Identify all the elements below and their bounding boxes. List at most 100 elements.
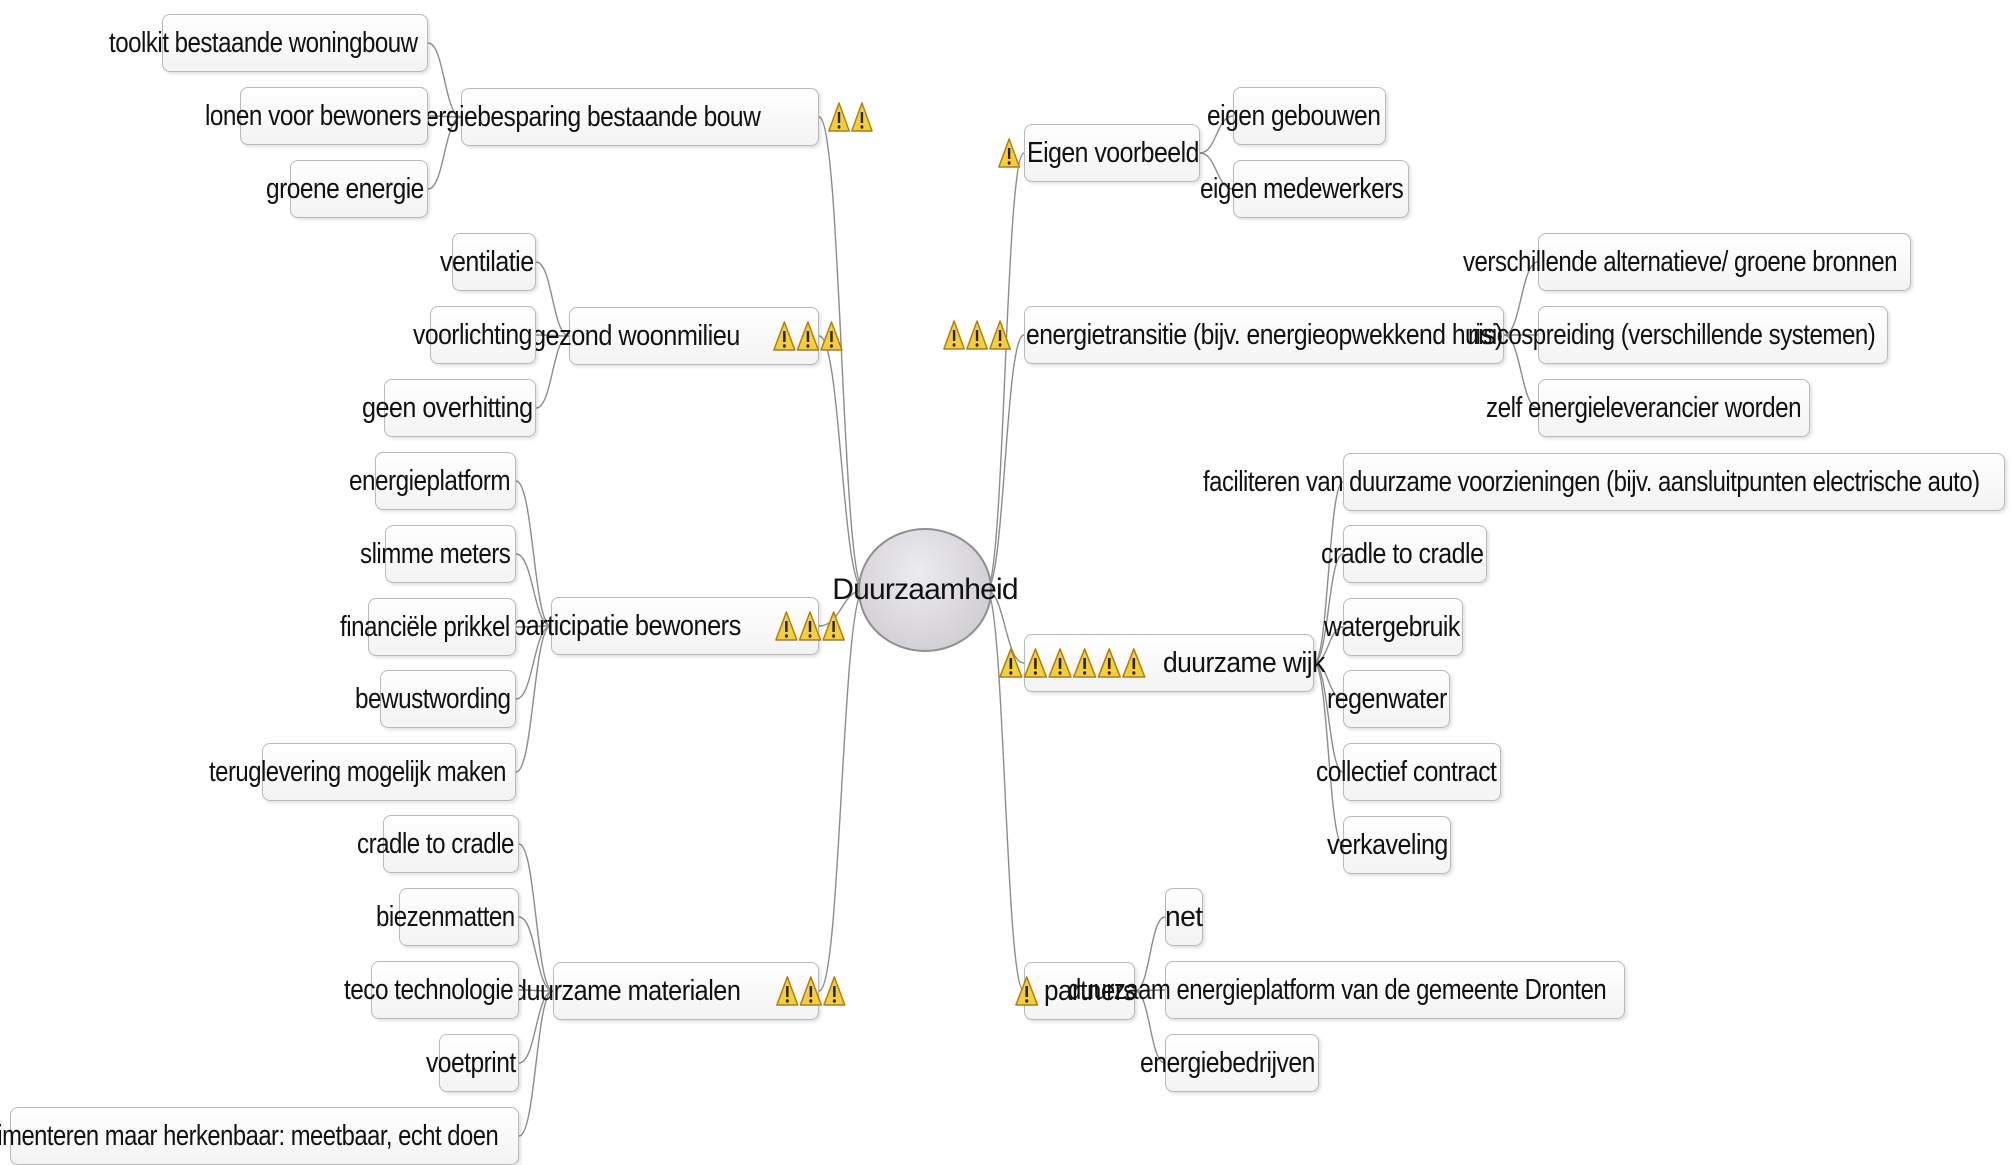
connector-line — [515, 553, 552, 627]
leaf-node[interactable]: lonen voor bewoners — [205, 87, 428, 145]
connector-line — [1503, 261, 1539, 336]
leaf-node[interactable]: wel experimenteren maar herkenbaar: meet… — [0, 1107, 519, 1165]
leaf-label: risicospreiding (verschillende systemen) — [1467, 318, 1876, 351]
warning-triangle-icon — [799, 611, 822, 641]
leaf-node[interactable]: voorlichting — [413, 306, 536, 364]
warning-triangle-icon — [823, 976, 846, 1006]
connector-line — [1313, 553, 1344, 664]
branch-partners[interactable]: partners — [1015, 962, 1136, 1020]
leaf-node[interactable]: verkaveling — [1327, 816, 1451, 874]
leaf-node[interactable]: collectief contract — [1316, 743, 1501, 801]
leaf-label: slimme meters — [360, 537, 511, 570]
branch-gezond-woonmilieu[interactable]: gezond woonmilieu — [532, 307, 843, 365]
connector-line — [518, 990, 554, 1064]
warning-icons — [775, 610, 846, 642]
leaf-node[interactable]: geen overhitting — [362, 379, 536, 437]
connector-line — [985, 152, 1025, 591]
connector-line — [1313, 662, 1344, 700]
connector-line — [1313, 662, 1344, 773]
leaf-node[interactable]: faciliteren van duurzame voorzieningen (… — [1203, 453, 2005, 511]
branch-label: Energiebesparing bestaande bouw — [396, 100, 761, 133]
connector-line — [1134, 989, 1166, 992]
leaf-node[interactable]: eigen gebouwen — [1207, 87, 1386, 145]
leaf-label: collectief contract — [1315, 755, 1497, 788]
warning-triangle-icon — [1048, 648, 1072, 678]
branch-energietransitie[interactable]: energietransitie (bijv. energieopwekkend… — [943, 306, 1504, 364]
warning-triangle-icon — [1015, 976, 1039, 1006]
leaf-node[interactable]: biezenmatten — [376, 888, 519, 946]
leaf-node[interactable]: risicospreiding (verschillende systemen) — [1468, 306, 1888, 364]
warning-icons — [1015, 975, 1039, 1007]
leaf-label: teco technologie — [344, 973, 514, 1006]
leaf-label: eigen medewerkers — [1199, 172, 1404, 205]
connector-line — [515, 625, 552, 700]
branch-energiebesparing[interactable]: Energiebesparing bestaande bouw — [396, 88, 873, 146]
leaf-label: toolkit bestaande woningbouw — [109, 26, 418, 59]
warning-triangle-icon — [775, 611, 798, 641]
branch-label: participatie bewoners — [511, 609, 741, 642]
warning-triangle-icon — [772, 321, 796, 351]
connector-line — [518, 843, 554, 992]
connector-line — [515, 625, 552, 773]
leaf-label: net — [1164, 900, 1203, 933]
leaf-node[interactable]: teruglevering mogelijk maken — [209, 743, 516, 801]
leaf-node[interactable]: verschillende alternatieve/ groene bronn… — [1463, 233, 1911, 291]
leaf-node[interactable]: eigen medewerkers — [1200, 160, 1409, 218]
leaf-label: eigen gebouwen — [1207, 99, 1381, 132]
leaf-node[interactable]: energieplatform — [349, 452, 516, 510]
branch-label: partners — [1044, 974, 1136, 1007]
warning-triangle-icon — [989, 320, 1012, 350]
leaf-node[interactable]: toolkit bestaande woningbouw — [109, 14, 428, 72]
warning-triangle-icon — [1073, 648, 1097, 678]
warning-icons — [998, 137, 1021, 169]
leaf-node[interactable]: energiebedrijven — [1140, 1034, 1319, 1092]
leaf-node[interactable]: teco technologie — [344, 961, 519, 1019]
branch-participatie-bewoners[interactable]: participatie bewoners — [512, 597, 846, 655]
warning-triangle-icon — [998, 138, 1021, 168]
leaf-node[interactable]: cradle to cradle — [1321, 525, 1487, 583]
leaf-node[interactable]: watergebruik — [1324, 598, 1463, 656]
leaf-node[interactable]: voetprint — [426, 1034, 519, 1092]
leaf-node[interactable]: slimme meters — [360, 525, 516, 583]
warning-triangle-icon — [943, 320, 966, 350]
connector-line — [818, 589, 865, 992]
connector-line — [1313, 626, 1344, 664]
branch-duurzame-wijk[interactable]: duurzame wijk — [999, 634, 1326, 692]
connector-line — [818, 116, 865, 591]
warning-triangle-icon — [850, 102, 873, 132]
leaf-label: duurzaam energieplatform van de gemeente… — [1068, 973, 1607, 1006]
leaf-label: cradle to cradle — [356, 827, 514, 860]
leaf-node[interactable]: regenwater — [1327, 670, 1450, 728]
connector-line — [1199, 115, 1234, 154]
root-node[interactable]: Duurzaamheid — [832, 528, 1019, 652]
connector-line — [985, 589, 1025, 992]
warning-triangle-icon — [799, 976, 823, 1006]
leaf-node[interactable]: cradle to cradle — [357, 815, 519, 873]
leaf-label: watergebruik — [1323, 610, 1460, 643]
leaf-label: financiële prikkel — [340, 610, 511, 643]
leaf-node[interactable]: ventilatie — [440, 233, 536, 291]
leaf-node[interactable]: groene energie — [266, 160, 428, 218]
leaf-label: zelf energieleverancier worden — [1485, 391, 1802, 424]
connector-line — [518, 916, 554, 992]
leaf-label: energieplatform — [349, 464, 511, 497]
warning-icons — [999, 647, 1147, 679]
leaf-node[interactable]: duurzaam energieplatform van de gemeente… — [1068, 961, 1625, 1019]
leaf-node[interactable]: bewustwording — [355, 670, 516, 728]
leaf-label: bewustwording — [355, 682, 511, 715]
connector-line — [1134, 916, 1166, 992]
leaf-node[interactable]: zelf energieleverancier worden — [1486, 379, 1810, 437]
warning-triangle-icon — [827, 102, 850, 132]
branch-label: duurzame wijk — [1163, 646, 1325, 679]
connector-line — [535, 335, 570, 409]
connector-line — [518, 989, 554, 992]
warning-icons — [943, 319, 1012, 351]
branch-eigen-voorbeeld[interactable]: Eigen voorbeeld — [998, 124, 1200, 182]
leaf-label: cradle to cradle — [1320, 537, 1484, 570]
branch-duurzame-materialen[interactable]: duurzame materialen — [513, 962, 846, 1020]
connector-line — [427, 115, 462, 118]
leaf-node[interactable]: net — [1165, 888, 1203, 946]
leaf-node[interactable]: financiële prikkel — [340, 598, 516, 656]
leaf-label: biezenmatten — [375, 900, 515, 933]
